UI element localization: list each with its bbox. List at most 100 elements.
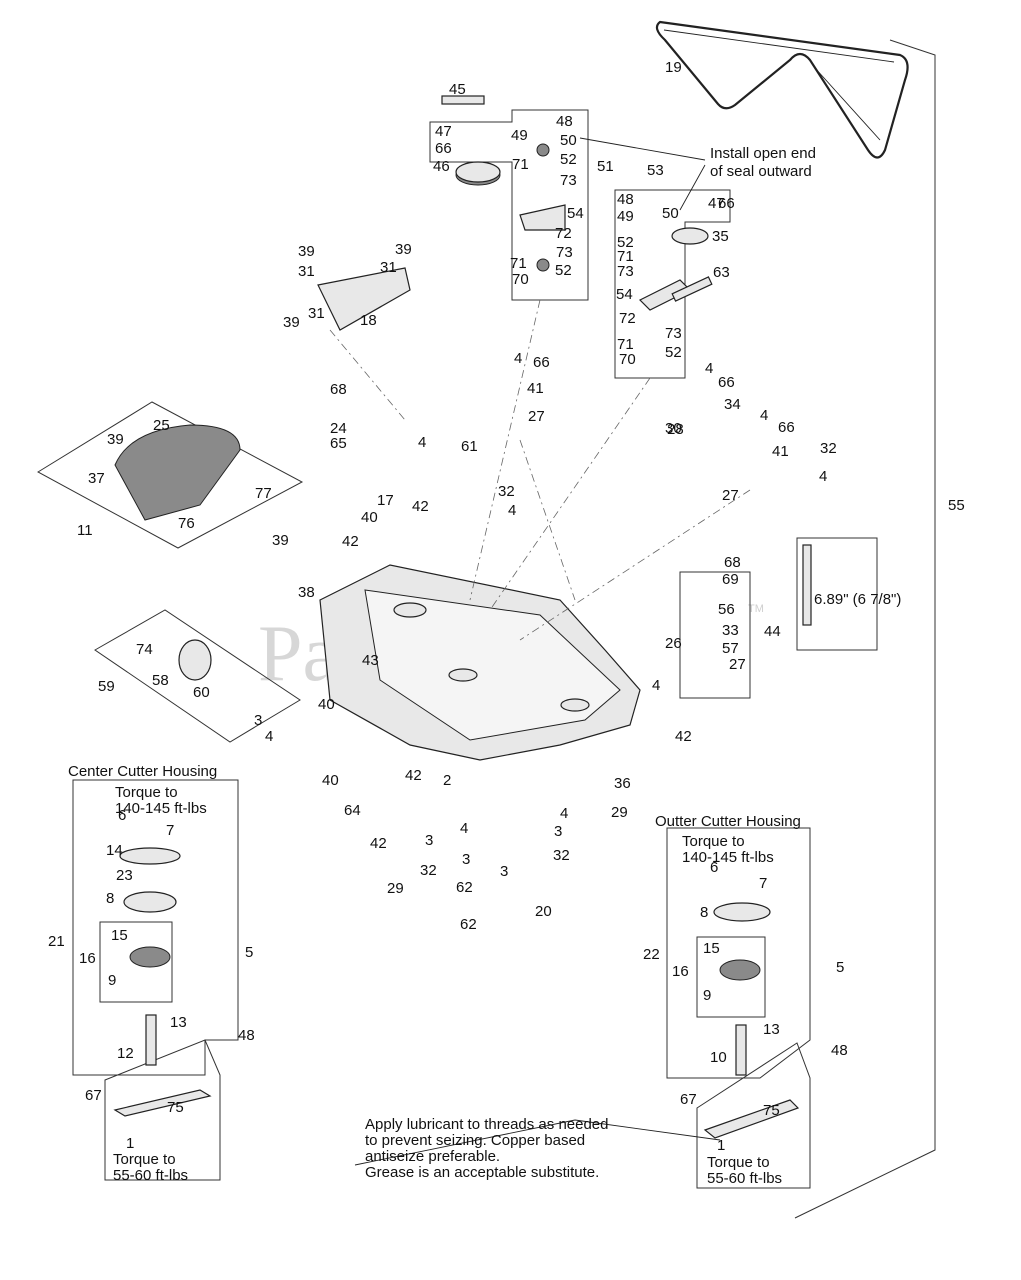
outer-housing-box: [666, 827, 811, 1079]
callout: 54: [616, 286, 633, 303]
callout: 27: [722, 487, 739, 504]
callout: 40: [361, 509, 378, 526]
callout: 27: [729, 656, 746, 673]
center-torque-1: Torque to: [115, 784, 178, 801]
outer-torque-2: 140-145 ft-lbs: [682, 849, 774, 866]
callout: 49: [617, 208, 634, 225]
callout: 4: [760, 407, 768, 424]
callout: 4: [265, 728, 273, 745]
gauge-dimension: 6.89" (6 7/8"): [814, 591, 901, 608]
callout: 38: [298, 584, 315, 601]
callout: 73: [560, 172, 577, 189]
callout: 68: [330, 381, 347, 398]
callout: 39: [395, 241, 412, 258]
callout: 55: [948, 497, 965, 514]
callout: 5: [245, 944, 253, 961]
callout: 10: [710, 1049, 727, 1066]
callout: 39: [283, 314, 300, 331]
callout: 66: [778, 419, 795, 436]
callout: 25: [153, 417, 170, 434]
callout: 65: [330, 435, 347, 452]
gauge-box: [796, 537, 878, 651]
height-adjust-box: [679, 571, 751, 699]
callout: 71: [510, 255, 527, 272]
belt-cover-25: [114, 424, 241, 521]
center-blade-torque-1: Torque to: [113, 1151, 176, 1168]
callout: 67: [680, 1091, 697, 1108]
callout: 32: [820, 440, 837, 457]
callout: 62: [456, 879, 473, 896]
callout: 59: [98, 678, 115, 695]
callout: 15: [703, 940, 720, 957]
callout: 7: [166, 822, 174, 839]
callout: 69: [722, 571, 739, 588]
outer-spindle-16: [719, 959, 761, 981]
assembly-bracket-line: [794, 39, 936, 1219]
callout: 13: [763, 1021, 780, 1038]
callout: 42: [370, 835, 387, 852]
callout: 26: [665, 635, 682, 652]
belt: [655, 20, 909, 159]
callout: 50: [662, 205, 679, 222]
outer-blade-box: [696, 1042, 811, 1189]
outer-blade-torque-1: Torque to: [707, 1154, 770, 1171]
callout: 4: [508, 502, 516, 519]
lube-note-1: Apply lubricant to threads as needed: [365, 1116, 609, 1133]
spring-63: [671, 276, 713, 302]
lube-note-3: antiseize preferable.: [365, 1148, 500, 1165]
callout: 29: [387, 880, 404, 897]
center-shaft-12: [145, 1014, 157, 1066]
callout: 4: [819, 468, 827, 485]
callout: 47: [435, 123, 452, 140]
callout: 48: [238, 1027, 255, 1044]
callout: 47: [708, 195, 725, 212]
callout: 3: [462, 851, 470, 868]
callout: 52: [617, 234, 634, 251]
callout: 56: [718, 601, 735, 618]
callout: 52: [665, 344, 682, 361]
center-pulley-8: [123, 891, 177, 913]
callout: 14: [106, 842, 123, 859]
callout: 41: [527, 380, 544, 397]
callout: 19: [665, 59, 682, 76]
callout: 11: [77, 522, 93, 539]
callout: 35: [712, 228, 729, 245]
roller-box: [94, 609, 301, 743]
callout: 30: [665, 420, 682, 437]
callout: 52: [555, 262, 572, 279]
center-pulley-14: [119, 847, 181, 865]
callout: 75: [763, 1102, 780, 1119]
callout: 75: [167, 1099, 184, 1116]
callout: 62: [460, 916, 477, 933]
callout: 70: [512, 271, 529, 288]
callout: 67: [85, 1087, 102, 1104]
callout: 3: [254, 712, 262, 729]
callout: 74: [136, 641, 153, 658]
callout: 3: [500, 863, 508, 880]
callout: 36: [614, 775, 631, 792]
callout: 17: [377, 492, 394, 509]
outer-blade-67: [703, 1099, 800, 1139]
callout: 13: [170, 1014, 187, 1031]
spring-45: [441, 95, 485, 105]
outer-housing-title: Outter Cutter Housing: [655, 813, 801, 830]
callout: 2: [443, 772, 451, 789]
outer-shaft-10: [735, 1024, 747, 1076]
callout: 73: [665, 325, 682, 342]
idler-arm-54: [519, 204, 566, 231]
callout: 53: [647, 162, 664, 179]
callout: 22: [643, 946, 660, 963]
callout: 43: [362, 652, 379, 669]
callout: 70: [619, 351, 636, 368]
callout: 57: [722, 640, 739, 657]
callout: 42: [342, 533, 359, 550]
callout: 8: [106, 890, 114, 907]
callout: 32: [498, 483, 515, 500]
center-blade-box: [104, 1039, 221, 1181]
center-torque-2: 140-145 ft-lbs: [115, 800, 207, 817]
callout: 4: [560, 805, 568, 822]
callout: 48: [831, 1042, 848, 1059]
callout: 31: [380, 259, 397, 276]
watermark-tm: TM: [748, 603, 764, 615]
